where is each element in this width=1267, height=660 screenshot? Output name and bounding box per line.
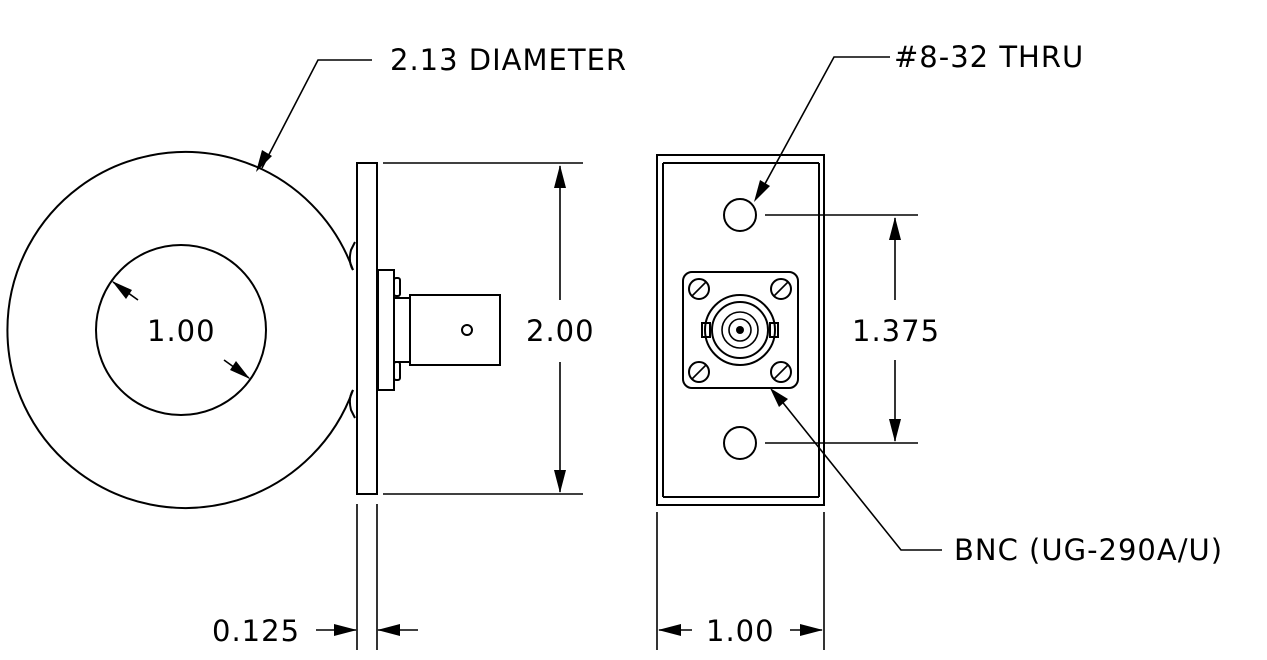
callout-connector: BNC (UG-290A/U) bbox=[770, 388, 1223, 567]
dim-hole-spacing: 1.375 bbox=[765, 214, 940, 444]
mounting-hole-bottom bbox=[723, 426, 757, 460]
loop-outer-ring bbox=[6, 151, 354, 509]
label-block-width: 1.00 bbox=[706, 614, 775, 648]
label-hole-thread: #8-32 THRU bbox=[894, 40, 1084, 74]
dim-block-width: 1.00 bbox=[656, 512, 825, 650]
dim-inner-diameter: 1.00 bbox=[112, 281, 250, 379]
bnc-outer-front bbox=[704, 294, 776, 366]
callout-outer-diameter: 2.13 DIAMETER bbox=[256, 43, 627, 172]
dim-height: 2.00 bbox=[383, 162, 595, 495]
bnc-pin-dot bbox=[461, 324, 473, 336]
bnc-center-pin bbox=[736, 326, 744, 334]
label-height: 2.00 bbox=[526, 314, 595, 348]
bnc-nut-top bbox=[393, 277, 401, 297]
callout-hole-thread: #8-32 THRU bbox=[754, 40, 1084, 202]
bnc-flange-side bbox=[377, 269, 395, 391]
loop-slot bbox=[348, 241, 356, 419]
dim-plate-thickness: 0.125 bbox=[212, 504, 418, 650]
label-connector: BNC (UG-290A/U) bbox=[954, 533, 1223, 567]
label-outer-diameter: 2.13 DIAMETER bbox=[390, 43, 627, 77]
bnc-flange-front bbox=[682, 271, 799, 389]
label-inner-diameter: 1.00 bbox=[147, 314, 216, 348]
side-view bbox=[6, 151, 501, 509]
front-view bbox=[656, 154, 825, 506]
mounting-plate-front bbox=[656, 154, 825, 506]
bnc-barrel-side bbox=[409, 294, 501, 366]
bnc-nut-bottom bbox=[393, 361, 401, 381]
bnc-collar-side bbox=[393, 297, 411, 363]
flange-screws bbox=[688, 278, 792, 383]
mounting-plate-side bbox=[356, 162, 378, 495]
label-hole-spacing: 1.375 bbox=[852, 314, 940, 348]
label-plate-thickness: 0.125 bbox=[212, 614, 300, 648]
mounting-hole-top bbox=[723, 198, 757, 232]
loop-inner-circle bbox=[95, 244, 267, 416]
